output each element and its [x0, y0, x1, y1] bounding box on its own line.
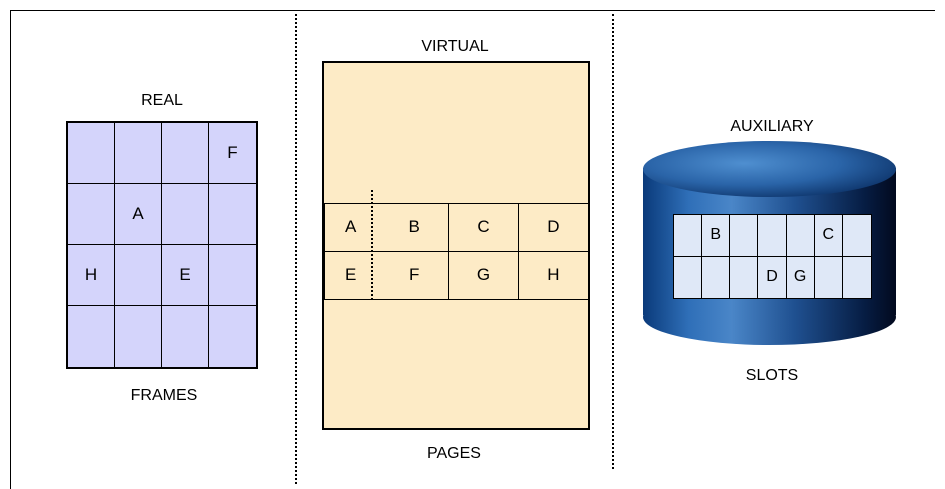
frame-cell — [68, 184, 115, 245]
slot-cell: D — [758, 256, 787, 298]
slot-cell — [730, 215, 759, 257]
frame-cell: E — [162, 245, 209, 306]
page-cell: H — [547, 265, 560, 285]
separator-left — [295, 14, 297, 484]
page-cell: F — [380, 251, 450, 299]
cylinder-top — [643, 141, 896, 197]
page-cell: A — [325, 204, 380, 252]
page-cell: B — [380, 204, 450, 252]
page-cell: G — [449, 251, 519, 299]
frames-label: FRAMES — [130, 387, 198, 404]
slot-cell — [730, 256, 759, 298]
slot-cell — [815, 256, 843, 298]
page-cell: C — [449, 204, 519, 252]
frame-cell — [162, 184, 209, 245]
slot-cell — [702, 256, 731, 298]
page-cell: D — [518, 204, 588, 252]
frame-cell — [209, 184, 256, 245]
auxiliary-label: AUXILIARY — [730, 118, 814, 135]
separator-right — [612, 14, 614, 469]
frame-cell: F — [209, 123, 256, 184]
frame-cell — [162, 306, 209, 367]
real-frames-grid: F A H E — [66, 121, 258, 369]
frame-cell: A — [115, 184, 162, 245]
frame-cell: H — [68, 245, 115, 306]
slot-cell: G — [787, 256, 815, 298]
slot-cell — [758, 215, 787, 257]
slot-cell: B — [702, 215, 731, 257]
frame-cell — [115, 123, 162, 184]
slot-cell — [674, 256, 703, 298]
virtual-storage-box — [322, 61, 590, 430]
frame-cell — [68, 306, 115, 367]
frame-cell — [115, 306, 162, 367]
frame-cell — [68, 123, 115, 184]
frame-cell — [162, 123, 209, 184]
pages-label: PAGES — [427, 445, 481, 462]
page-cell: E — [345, 265, 357, 285]
frame-cell — [115, 245, 162, 306]
virtual-label: VIRTUAL — [421, 38, 489, 55]
virtual-pages-table: A B C D E F G H — [324, 203, 589, 300]
slot-cell — [842, 215, 871, 257]
slot-cell — [843, 257, 871, 299]
frame-cell — [209, 306, 256, 367]
slot-cell: C — [814, 215, 843, 257]
slots-label: SLOTS — [745, 367, 799, 384]
frame-cell — [209, 245, 256, 306]
page-divider-dots — [371, 190, 373, 300]
auxiliary-slots-table: B C D G — [673, 214, 872, 299]
slot-cell — [674, 215, 703, 257]
real-label: REAL — [141, 92, 183, 109]
slot-cell — [786, 215, 815, 257]
diagram-frame — [10, 10, 935, 489]
